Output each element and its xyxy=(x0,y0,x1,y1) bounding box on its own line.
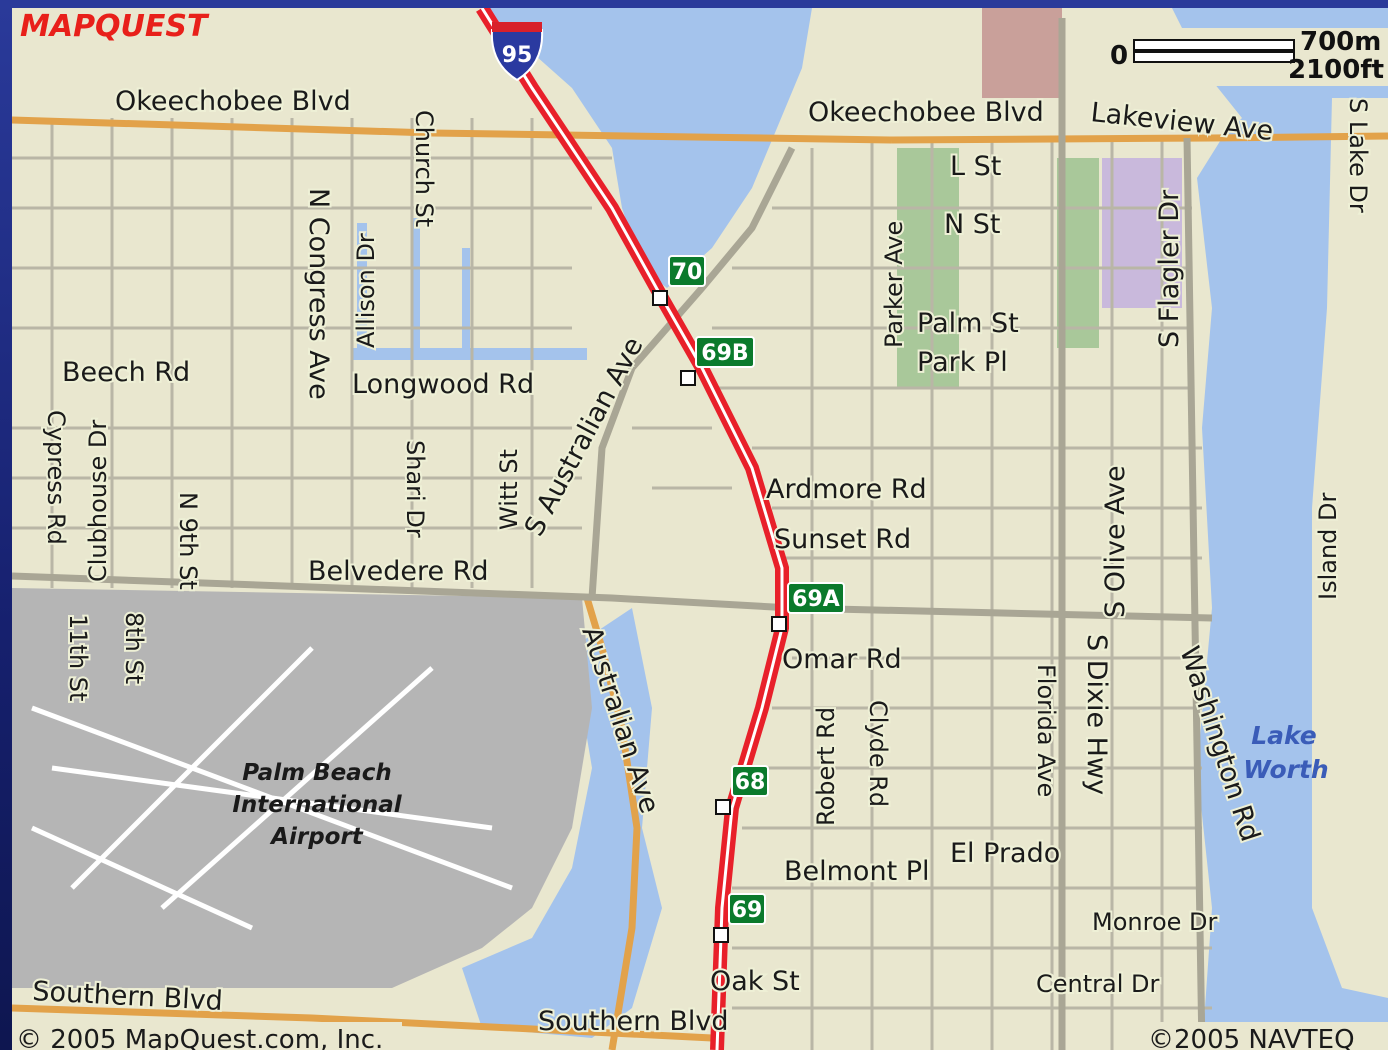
street-label: Park Pl xyxy=(917,347,1008,378)
street-label: Belmont Pl xyxy=(784,856,930,887)
street-label: Sunset Rd xyxy=(774,524,911,555)
street-label: Okeechobee Blvd xyxy=(115,86,351,117)
secondary-roads xyxy=(12,18,1213,1050)
street-label: Island Dr xyxy=(1314,492,1342,600)
street-label: N Congress Ave xyxy=(303,188,334,400)
scale-metric: 700m xyxy=(1300,27,1381,57)
airport-label-line: Palm Beach xyxy=(242,760,391,786)
street-label: Okeechobee Blvd xyxy=(808,97,1044,128)
street-label: Beech Rd xyxy=(62,357,190,388)
canal xyxy=(352,348,587,360)
street-label: Ardmore Rd xyxy=(766,474,927,505)
airport-label: Palm Beach International Airport xyxy=(232,760,402,850)
exit-number: 68 xyxy=(735,770,766,795)
water-label: Lake xyxy=(1251,721,1317,750)
brand-text: MAPQUEST xyxy=(20,9,210,44)
street-label: Parker Ave xyxy=(880,221,908,348)
water-label: Worth xyxy=(1243,755,1328,784)
street-label: S Lake Dr xyxy=(1344,98,1372,213)
airport-label-line: International xyxy=(232,792,402,818)
copyright-right: ©2005 NAVTEQ xyxy=(1142,1022,1388,1050)
street-label: Clyde Rd xyxy=(864,700,892,807)
street-label: El Prado xyxy=(950,838,1060,869)
scale-imperial: 2100ft xyxy=(1288,55,1384,85)
exit-badge-69[interactable]: 69 xyxy=(728,893,766,925)
street-label: Witt St xyxy=(495,449,523,530)
street-label: L St xyxy=(950,151,1001,182)
exit-badge-69b[interactable]: 69B xyxy=(695,336,755,368)
exit-badge-69a[interactable]: 69A xyxy=(787,582,845,614)
major-roads xyxy=(12,116,1388,1050)
interstate-shield-number: 95 xyxy=(502,43,533,68)
street-label: Omar Rd xyxy=(782,644,902,675)
scale-zero: 0 xyxy=(1110,41,1128,71)
institutional-area xyxy=(1102,158,1182,308)
interstate-shield[interactable]: 95 xyxy=(490,22,544,82)
street-label: Robert Rd xyxy=(812,707,840,826)
street-label: S Dixie Hwy xyxy=(1081,634,1112,795)
map-canvas[interactable]: 95 70 69B 69A 68 69 xyxy=(12,8,1388,1050)
copyright-left: © 2005 MapQuest.com, Inc. xyxy=(12,1022,402,1050)
copyright-text: © 2005 MapQuest.com, Inc. xyxy=(16,1025,383,1050)
canal xyxy=(412,218,420,348)
street-label: Central Dr xyxy=(1036,970,1159,998)
map-view[interactable]: 95 70 69B 69A 68 69 xyxy=(12,8,1388,1050)
commercial-area xyxy=(982,8,1062,98)
canal xyxy=(357,223,367,353)
copyright-text: ©2005 NAVTEQ xyxy=(1148,1025,1355,1050)
canal xyxy=(462,248,470,348)
scale-bar: 0 700m 2100ft xyxy=(1102,27,1388,86)
street-label: Southern Blvd xyxy=(538,1006,729,1037)
interchange-markers xyxy=(652,290,787,943)
street-label: 8th St xyxy=(120,612,148,684)
palm-beach-island xyxy=(1312,98,1388,998)
street-label: Clubhouse Dr xyxy=(84,420,112,582)
street-label: Shari Dr xyxy=(401,440,429,538)
interstate-95-centerline xyxy=(480,8,784,1050)
street-label: N St xyxy=(944,209,1001,240)
lake-worth-label: Lake Worth xyxy=(1243,721,1328,784)
exit-number: 70 xyxy=(672,260,703,285)
street-label: Florida Ave xyxy=(1032,664,1060,797)
street-label: N 9th St xyxy=(174,492,202,590)
exit-badge-68[interactable]: 68 xyxy=(731,765,769,797)
airport-runways xyxy=(30,646,513,931)
street-label: Belvedere Rd xyxy=(308,556,489,587)
street-label: Longwood Rd xyxy=(352,369,534,400)
exit-number: 69B xyxy=(701,341,748,366)
street-label: Church St xyxy=(410,110,438,227)
south-lake-water xyxy=(462,608,662,1038)
clear-lake-water xyxy=(482,8,812,288)
exit-number: 69A xyxy=(792,587,840,612)
airport-area xyxy=(12,588,592,988)
mapquest-logo: MAPQUEST xyxy=(12,8,312,46)
street-label: Palm St xyxy=(917,308,1019,339)
street-label: Oak St xyxy=(710,966,800,997)
street-label: Cypress Rd xyxy=(42,410,70,545)
street-label: Allison Dr xyxy=(352,233,380,348)
street-label: 11th St xyxy=(64,614,92,701)
street-label: Monroe Dr xyxy=(1092,908,1218,936)
street-label: S Flagler Dr xyxy=(1154,189,1185,348)
exit-number: 69 xyxy=(732,898,763,923)
airport-label-line: Airport xyxy=(269,824,364,850)
exit-badge-70[interactable]: 70 xyxy=(668,255,706,287)
street-label: S Olive Ave xyxy=(1100,465,1131,618)
